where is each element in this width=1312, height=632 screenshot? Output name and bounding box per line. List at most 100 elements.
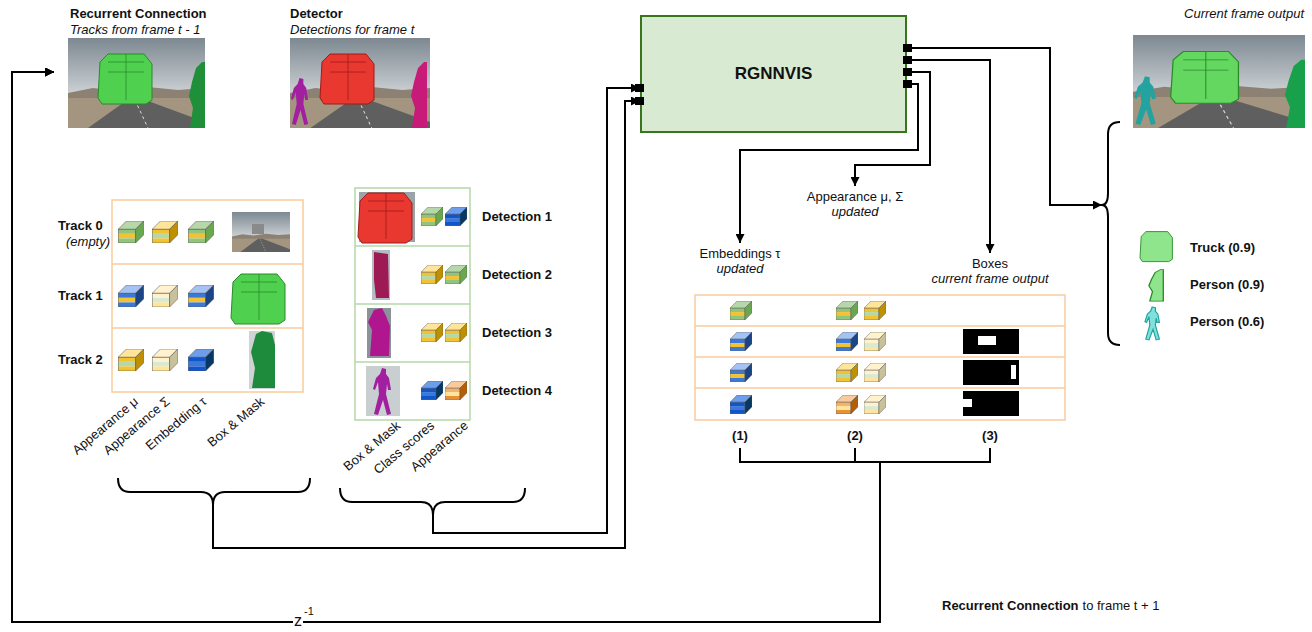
output-table [695, 356, 1065, 358]
detections-table [358, 193, 412, 243]
node-text: Track 1 [58, 288, 103, 303]
detector-frame-image [411, 62, 427, 128]
detection-row: Detection 3 [357, 304, 565, 362]
detections-table [355, 188, 470, 420]
output-frame-image [1134, 76, 1155, 125]
output-frame: Current frame output [1102, 4, 1308, 350]
detections-table [445, 323, 467, 342]
annotation-label: -1 [303, 605, 315, 617]
output-table [836, 301, 858, 320]
connector-arrow [907, 60, 990, 253]
annotation-label: Recurrent Connection [942, 598, 1079, 613]
detections-table [368, 308, 390, 356]
tracks-frame-image [108, 54, 144, 100]
output-frame-image [1133, 35, 1305, 128]
detections-table [445, 265, 467, 284]
detections-table [359, 192, 415, 242]
output-frame-image [1171, 52, 1239, 104]
detector-frame-image [291, 78, 308, 125]
track-row: Track 0(empty) [56, 200, 303, 264]
port-square [635, 44, 912, 105]
output-table [963, 399, 972, 407]
connector-arrow [12, 72, 880, 622]
detections-table [367, 308, 391, 358]
detections-table [355, 303, 470, 305]
connector-arrow [12, 72, 990, 622]
node-text: Boxes [972, 256, 1008, 271]
detections-table [421, 323, 443, 342]
bracket [118, 122, 1120, 515]
annotation-label: to frame t + 1 [1083, 598, 1160, 613]
output-table [963, 329, 1019, 354]
output-table [695, 325, 1065, 327]
output-table [978, 336, 996, 345]
node-text: Appearance μ, Σ [807, 189, 903, 204]
detections-table [421, 207, 443, 226]
node-text: current frame output [931, 271, 1048, 286]
detector-frame-image [290, 38, 430, 128]
node-text: Detection 1 [482, 209, 552, 224]
node-text: (1) [732, 428, 748, 443]
tracks-table [118, 285, 144, 307]
detections-table [421, 265, 443, 284]
port-square [903, 68, 912, 76]
node-text: Tracks from frame t - 1 [70, 22, 201, 37]
node-text: (empty) [66, 234, 110, 249]
output-frame-image [1134, 76, 1155, 125]
node-text: Detection 4 [482, 383, 552, 398]
output-frame-image [1134, 52, 1305, 128]
output-table [695, 295, 1065, 420]
output-table [864, 301, 886, 320]
port-square [903, 56, 912, 64]
node-text: (3) [982, 428, 998, 443]
tracks-table [152, 285, 178, 307]
detection-row: Detection 2 [357, 246, 565, 304]
tracks-table [232, 212, 290, 252]
output-table [695, 387, 1065, 389]
output-table [730, 301, 752, 320]
tracks-table [152, 221, 178, 243]
detection-panel: DetectorDetections for frame tDetection … [288, 4, 568, 515]
tracks-table [112, 200, 303, 392]
legend-icon [1149, 270, 1163, 302]
track-row: Track 1 [56, 264, 303, 328]
output-column: Appearance μ, Σupdated(2) [795, 186, 915, 448]
detections-table [355, 188, 470, 420]
tracks-frame-image [98, 54, 205, 128]
tracks-table [188, 349, 214, 371]
node-text: Detection 3 [482, 325, 552, 340]
detections-table [368, 193, 404, 239]
output-table [836, 395, 858, 414]
output-table [864, 363, 886, 382]
node-text: Embeddings τ [699, 246, 780, 261]
detection-row: Detection 4 [357, 362, 565, 420]
legend-text: Person (0.6) [1190, 314, 1264, 329]
node-text: Current frame output [1184, 6, 1304, 21]
output-frame-image [1183, 52, 1228, 100]
detections-table [372, 250, 390, 300]
tracks-frame-image [68, 38, 205, 128]
legend-icon [1149, 270, 1163, 302]
node-text: updated [832, 204, 879, 219]
detections-table [373, 368, 391, 415]
tracks-table [241, 274, 277, 320]
node-text: Detections for frame t [290, 22, 414, 37]
legend-icon [1140, 232, 1172, 262]
output-table [836, 363, 858, 382]
legend-icon [1140, 232, 1172, 262]
tracks-table [188, 221, 214, 243]
node-text: Track 2 [58, 352, 103, 367]
legend-text: Person (0.9) [1190, 277, 1264, 292]
port-square [903, 44, 912, 52]
output-table [864, 332, 886, 351]
port-square [635, 97, 644, 105]
port-square [903, 80, 912, 88]
node-text: updated [717, 261, 764, 276]
legend-text: Truck (0.9) [1190, 240, 1255, 255]
node-text: Recurrent Connection [70, 6, 207, 21]
tracks-frame-image [68, 38, 205, 128]
tracks-frame-image [189, 62, 205, 128]
tracks-table [231, 274, 285, 324]
annotation-label: z [293, 612, 303, 630]
